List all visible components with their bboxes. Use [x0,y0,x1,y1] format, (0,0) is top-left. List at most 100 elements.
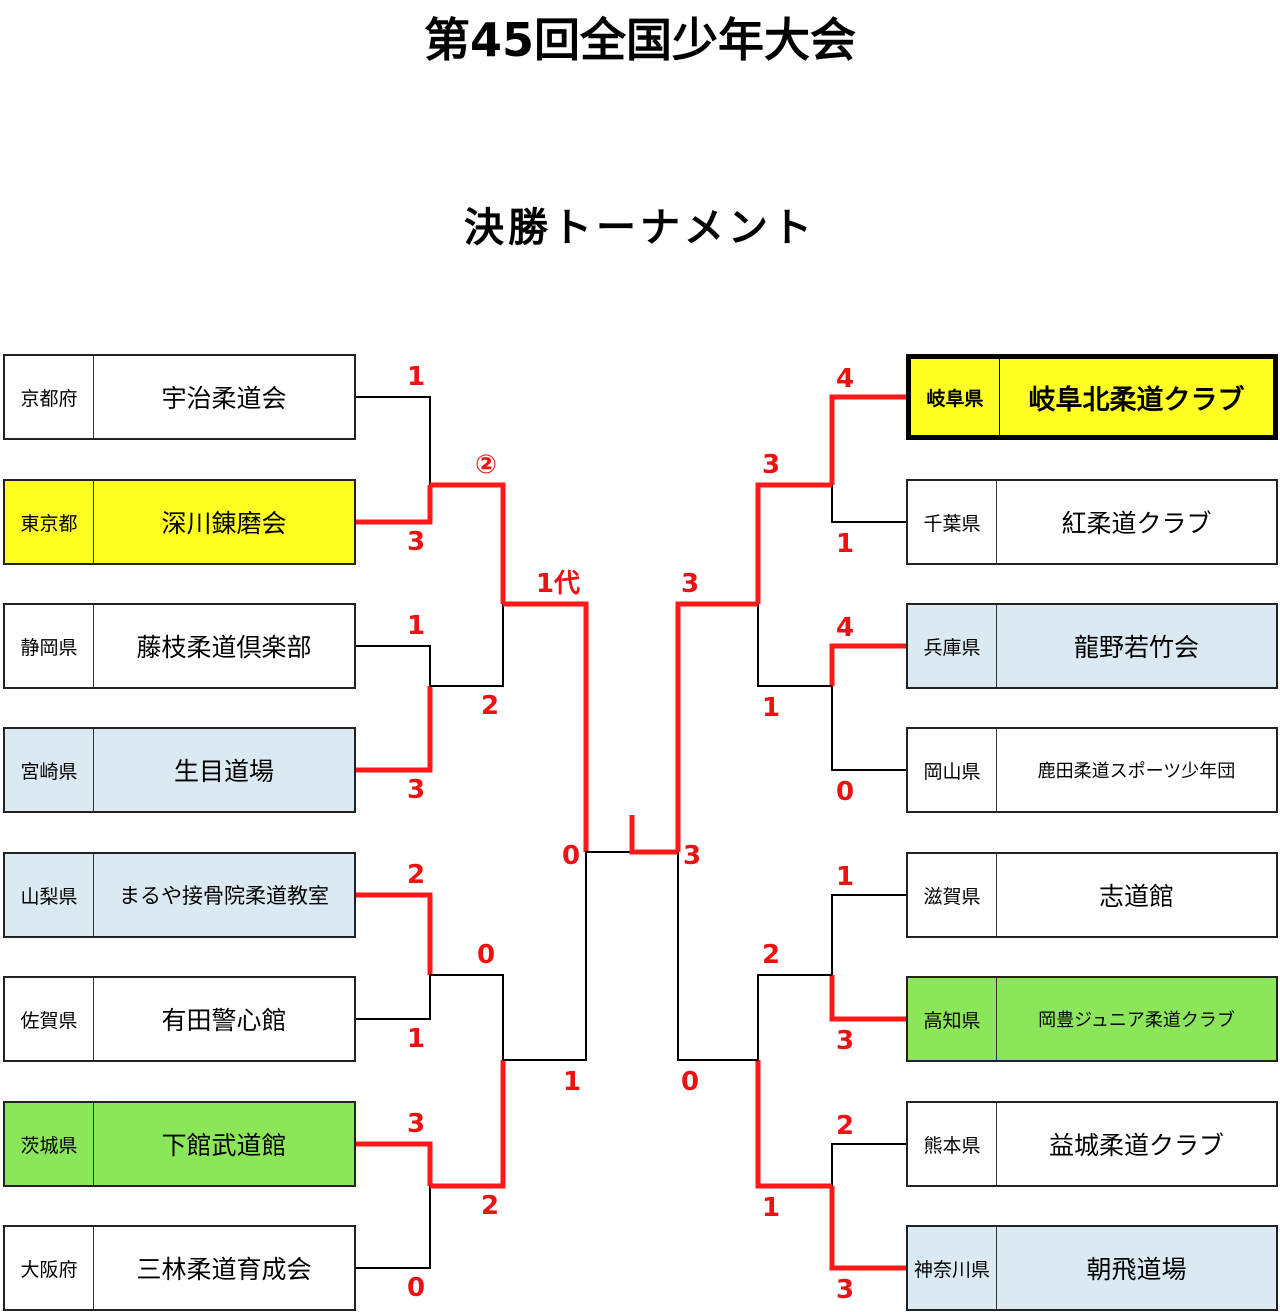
left-r1-line-bottom [356,1186,431,1269]
team-name: 益城柔道クラブ [997,1103,1276,1185]
team-prefecture: 京都府 [5,356,94,438]
team-prefecture: 滋賀県 [908,854,997,936]
right-r3-score: 3 [681,569,699,599]
team-prefecture: 佐賀県 [5,978,94,1060]
team-name: 有田警心館 [94,978,354,1060]
left-r2-line-top [430,974,504,1060]
right-r1-line-bottom [831,686,906,771]
right-r2-line-top [755,482,832,604]
right-r3-score: 0 [681,1067,699,1097]
left-r1-line-top [356,1141,433,1186]
left-r3-line-bottom [503,852,587,1061]
page-title: 第45回全国少年大会 [423,13,856,67]
right-r2-line-top [757,974,832,1060]
left-r1-score: 3 [407,1109,425,1139]
right-r1-score: 1 [836,862,854,892]
team-prefecture: 熊本県 [908,1103,997,1185]
left-r1-score: 2 [407,860,425,890]
left-r1-score: 3 [407,527,425,557]
team-name: 志道館 [997,854,1276,936]
team-right-7: 熊本県益城柔道クラブ [906,1101,1278,1187]
left-r1-score: 1 [407,1024,425,1054]
left-r1-score: 0 [407,1273,425,1303]
team-right-8: 神奈川県朝飛道場 [906,1225,1278,1311]
left-r3-line-top [503,601,589,852]
team-name: 宇治柔道会 [94,356,354,438]
team-prefecture: 山梨県 [5,854,94,936]
team-prefecture: 高知県 [908,978,997,1060]
team-prefecture: 東京都 [5,481,94,563]
left-r2-score: ② [475,450,497,480]
team-name: 岡豊ジュニア柔道クラブ [997,978,1276,1060]
right-r2-score: 1 [762,693,780,723]
right-r3-line-bottom [677,852,758,1061]
right-r3-line-top [675,601,758,852]
left-r2-score: 2 [481,1191,499,1221]
left-r1-line-top [356,396,431,485]
right-r1-score: 4 [836,613,854,643]
left-r1-line-bottom [356,686,433,773]
left-r2-score: 0 [477,940,495,970]
right-r1-line-top [829,643,906,686]
right-r1-score: 3 [836,1275,854,1305]
right-r2-line-bottom [755,1060,832,1189]
team-right-4: 岡山県鹿田柔道スポーツ少年団 [906,727,1278,813]
team-prefecture: 兵庫県 [908,605,997,687]
left-r1-score: 1 [407,611,425,641]
left-r1-line-bottom [356,975,431,1020]
left-r3-score: 1 [563,1067,581,1097]
left-r1-line-top [356,645,431,686]
team-right-5: 滋賀県志道館 [906,852,1278,938]
right-r2-line-bottom [757,604,832,687]
team-name: 三林柔道育成会 [94,1227,354,1309]
team-prefecture: 千葉県 [908,481,997,563]
team-prefecture: 茨城県 [5,1103,94,1185]
team-left-3: 静岡県藤枝柔道倶楽部 [3,603,356,689]
team-name: 鹿田柔道スポーツ少年団 [997,729,1276,811]
right-r2-score: 1 [762,1193,780,1223]
right-r1-score: 4 [836,364,854,394]
team-left-7: 茨城県下館武道館 [3,1101,356,1187]
team-prefecture: 静岡県 [5,605,94,687]
team-name: 下館武道館 [94,1103,354,1185]
right-r1-score: 0 [836,777,854,807]
right-r1-score: 3 [836,1026,854,1056]
left-r2-line-bottom [430,1060,506,1189]
team-name: 紅柔道クラブ [997,481,1276,563]
left-r2-line-bottom [430,604,504,687]
left-r2-line-top [430,482,506,604]
team-prefecture: 宮崎県 [5,729,94,811]
team-prefecture: 大阪府 [5,1227,94,1309]
team-name: 藤枝柔道倶楽部 [94,605,354,687]
left-r1-score: 1 [407,362,425,392]
page-subtitle: 決勝トーナメント [464,205,816,251]
team-prefecture: 岐阜県 [911,359,1000,435]
right-r1-line-bottom [829,975,906,1022]
team-right-2: 千葉県紅柔道クラブ [906,479,1278,565]
right-r1-line-top [831,1143,906,1186]
team-left-8: 大阪府三林柔道育成会 [3,1225,356,1311]
right-r1-score: 1 [836,529,854,559]
team-left-5: 山梨県まるや接骨院柔道教室 [3,852,356,938]
final-line-right [629,815,678,855]
right-r2-score: 3 [762,450,780,480]
team-name: 生目道場 [94,729,354,811]
left-r1-line-top [356,892,433,975]
team-left-1: 京都府宇治柔道会 [3,354,356,440]
team-left-2: 東京都深川錬磨会 [3,479,356,565]
right-r1-line-bottom [831,485,906,523]
left-r1-line-bottom [356,485,433,525]
team-name: 岐阜北柔道クラブ [1000,359,1273,435]
right-r1-line-top [831,894,906,975]
team-right-1: 岐阜県岐阜北柔道クラブ [906,354,1278,440]
team-name: 朝飛道場 [997,1227,1276,1309]
team-right-6: 高知県岡豊ジュニア柔道クラブ [906,976,1278,1062]
right-r1-line-bottom [829,1186,906,1271]
right-r1-score: 2 [836,1111,854,1141]
team-name: 深川錬磨会 [94,481,354,563]
final-score-right: 3 [683,841,701,871]
right-r2-score: 2 [762,940,780,970]
final-score-left: 0 [562,841,580,871]
right-r1-line-top [829,394,906,485]
